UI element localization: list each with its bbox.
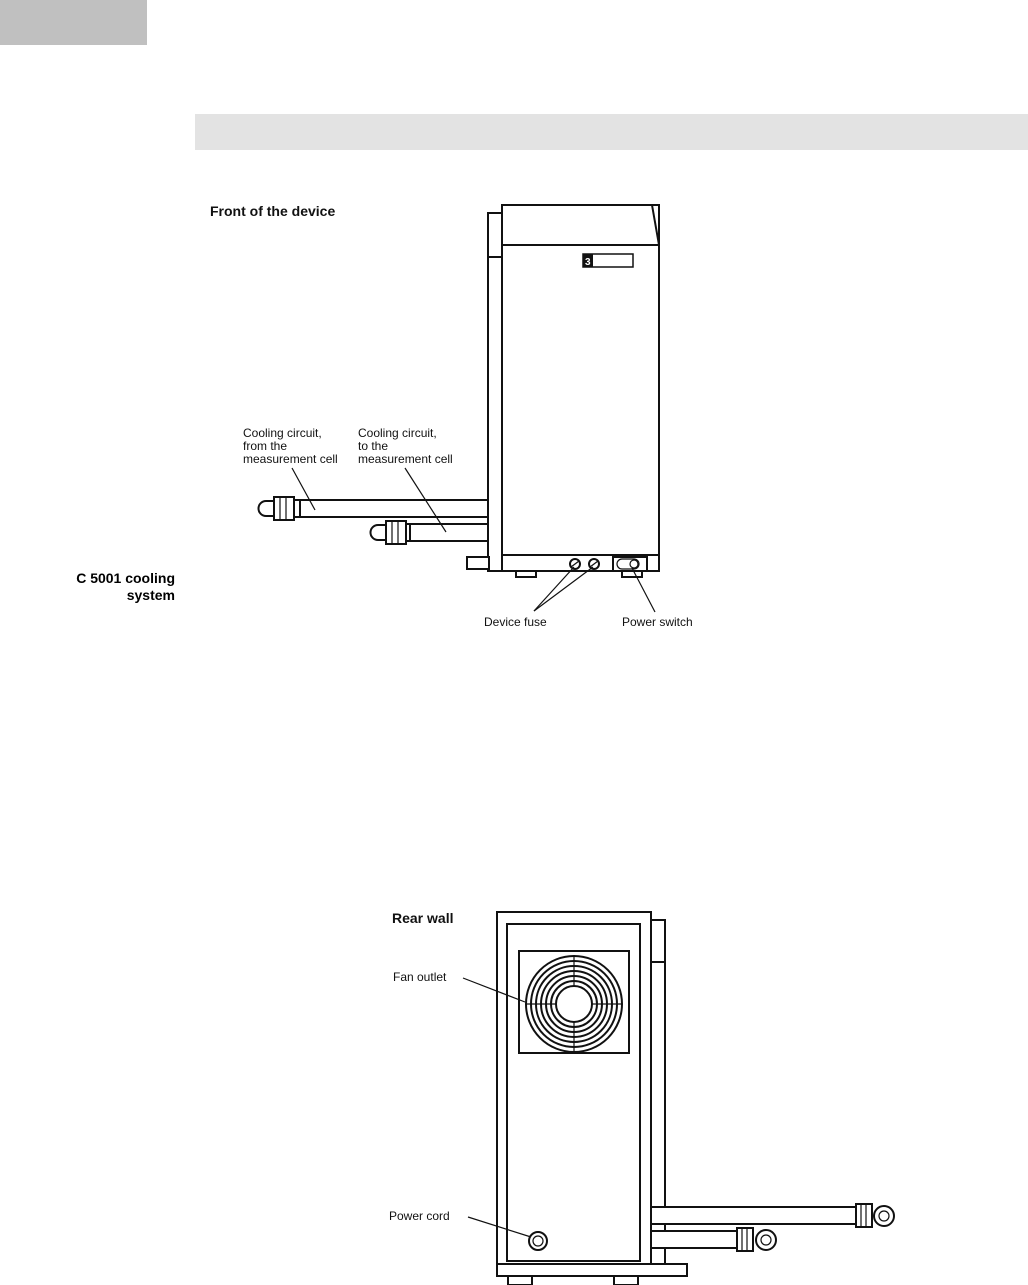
- section-header-bar: [195, 114, 1028, 150]
- front-foot-left: [515, 570, 537, 578]
- figure-side-caption: C 5001 cooling system: [15, 570, 175, 604]
- power-switch-icon: [612, 556, 648, 572]
- leader-power-switch: [631, 567, 656, 613]
- rear-foot-right: [613, 1275, 639, 1285]
- front-base-plate: [466, 556, 490, 570]
- rear-inner-panel: [506, 923, 641, 1262]
- rear-foot-left: [507, 1275, 533, 1285]
- leader-power-cord: [467, 1216, 532, 1238]
- side-caption-line-1: C 5001 cooling: [76, 570, 175, 586]
- front-lid-bevel: [651, 204, 660, 246]
- label-device-fuse: Device fuse: [484, 615, 547, 629]
- side-caption-line-2: system: [126, 587, 175, 603]
- front-figure: Front of the device 3: [210, 203, 693, 629]
- front-main-body: [501, 204, 660, 572]
- leader-cooling-to: [404, 467, 447, 533]
- chapter-tab: [0, 0, 147, 45]
- leader-fuse-2: [533, 566, 594, 612]
- rear-cooling-pipe-upper: [650, 1203, 895, 1228]
- cooling-pipe-to: [369, 520, 489, 545]
- label-power-cord: Power cord: [389, 1209, 450, 1223]
- leader-fuse-1: [533, 566, 575, 612]
- front-display: 3: [582, 253, 634, 268]
- label-cooling-from: Cooling circuit, from the measurement ce…: [243, 426, 338, 466]
- rear-figure: Rear wall: [389, 910, 895, 1285]
- rear-figure-title: Rear wall: [392, 910, 453, 926]
- device-fuse-icons: [569, 558, 600, 570]
- cooling-pipe-from: [257, 496, 489, 521]
- rear-cooling-pipe-lower: [650, 1227, 777, 1252]
- label-power-switch: Power switch: [622, 615, 693, 629]
- label-fan-outlet: Fan outlet: [393, 970, 447, 984]
- display-digit: 3: [585, 257, 591, 268]
- front-figure-title: Front of the device: [210, 203, 335, 219]
- front-side-panel: [487, 212, 503, 572]
- leader-fan-outlet: [462, 977, 526, 1003]
- label-cooling-to: Cooling circuit, to the measurement cell: [358, 426, 453, 466]
- rear-base-plate: [496, 1263, 688, 1277]
- power-cord-icon: [528, 1231, 548, 1251]
- fan-outlet-icon: [518, 950, 630, 1054]
- leader-cooling-from: [291, 467, 316, 511]
